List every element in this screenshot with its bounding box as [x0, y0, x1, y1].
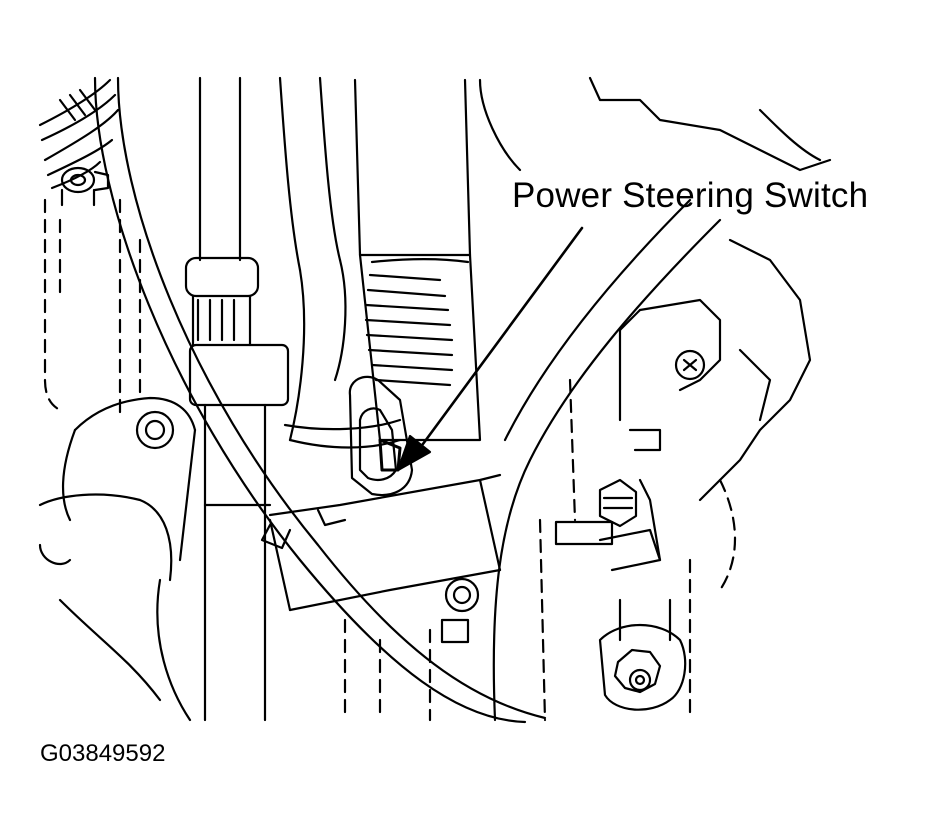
hose-fitting-left: [184, 76, 290, 722]
rubber-boot: [353, 78, 482, 442]
bolt-center-bottom: [440, 577, 480, 644]
bracket-left: [38, 396, 197, 722]
structure-curve-right: [492, 198, 722, 722]
nut-bolt-right: [554, 478, 662, 572]
wiring-harness-top-left: [38, 78, 120, 190]
power-steering-switch: [348, 375, 414, 497]
lines-bottom-dashed: [343, 518, 547, 722]
bracket-arm: [260, 473, 502, 612]
frame-right-dashed: [568, 378, 736, 722]
bolt-right-lower: [598, 598, 687, 711]
main-hose-curved: [93, 76, 547, 724]
callout-label: Power Steering Switch: [512, 176, 869, 215]
hose-center: [278, 76, 402, 449]
callout-leader-arrow: [396, 226, 584, 472]
figure-id: G03849592: [40, 740, 166, 767]
frame-left-dashed: [43, 198, 142, 422]
engine-mount-right: [478, 76, 832, 502]
